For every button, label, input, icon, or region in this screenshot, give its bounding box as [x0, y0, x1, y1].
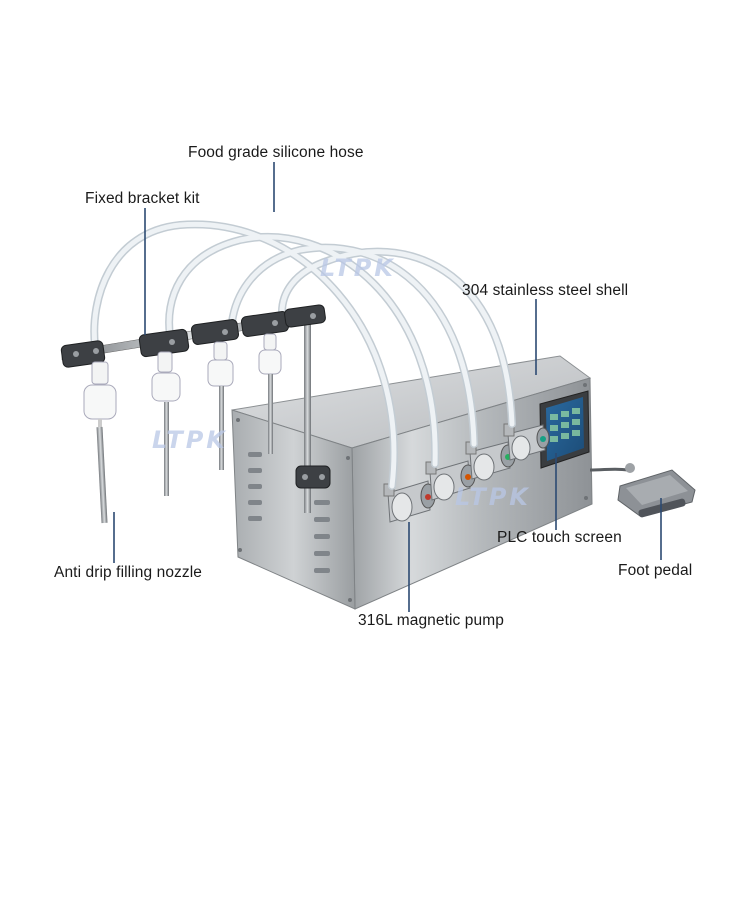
- watermark-group: LTPK LTPK LTPK: [152, 254, 531, 511]
- label-steel-shell: 304 stainless steel shell: [462, 282, 629, 299]
- nozzle-3: [207, 341, 234, 470]
- plc-touch-screen: [539, 390, 590, 469]
- watermark-3: LTPK: [455, 483, 531, 511]
- nozzle-4: [258, 333, 282, 454]
- label-foot-pedal: Foot pedal: [618, 562, 693, 579]
- label-silicone-hose: Food grade silicone hose: [188, 144, 364, 161]
- silicone-hoses: [90, 220, 516, 490]
- leader-lines: [113, 162, 662, 612]
- watermark-2: LTPK: [152, 426, 228, 454]
- label-filling-nozzle: Anti drip filling nozzle: [54, 564, 202, 581]
- fixed-bracket-kit: [60, 304, 331, 513]
- pump-2: [425, 460, 476, 501]
- label-bracket-kit: Fixed bracket kit: [85, 190, 200, 207]
- nozzle-1: [83, 361, 117, 524]
- nozzle-2: [151, 351, 181, 496]
- watermark-1: LTPK: [320, 254, 396, 282]
- anti-drip-nozzles: [83, 333, 282, 524]
- pump-4: [503, 423, 550, 461]
- magnetic-pumps: [383, 423, 550, 523]
- foot-pedal: [589, 463, 696, 518]
- label-magnetic-pump: 316L magnetic pump: [358, 612, 504, 629]
- stainless-steel-shell: [231, 355, 593, 610]
- label-touch-screen: PLC touch screen: [497, 529, 622, 546]
